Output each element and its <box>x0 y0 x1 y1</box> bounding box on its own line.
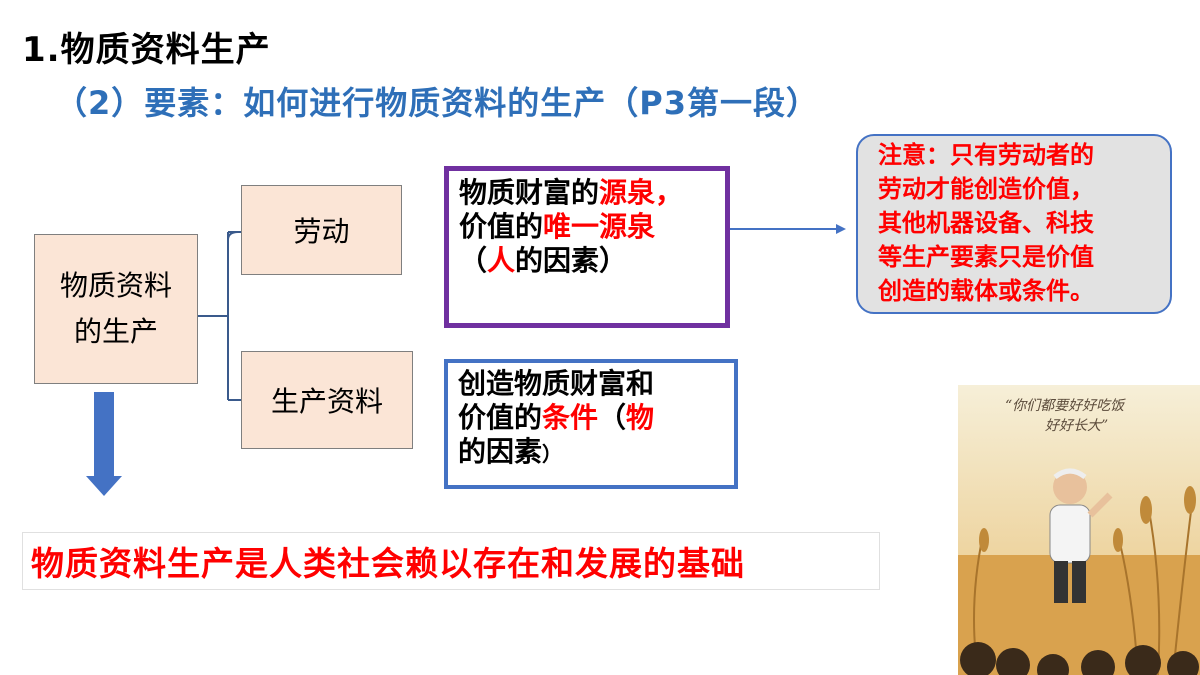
note-line3: 其他机器设备、科技 <box>878 209 1094 237</box>
means-desc-line2: 价值的条件（物 <box>458 401 655 434</box>
note-line1: 注意：只有劳动者的 <box>878 141 1094 169</box>
conclusion-text: 物质资料生产是人类社会赖以存在和发展的基础 <box>31 544 745 583</box>
note-line4: 等生产要素只是价值 <box>878 243 1094 271</box>
means-desc-line1: 创造物质财富和 <box>458 367 655 400</box>
illustration-image <box>958 385 1200 675</box>
means-of-production-node: 生产资料 <box>241 351 413 449</box>
bracket-connector <box>198 230 241 401</box>
means-desc-line3: 的因素） <box>458 435 563 468</box>
note-pointer-arrowhead <box>836 224 846 234</box>
slide-title: 1.物质资料生产 <box>22 30 271 70</box>
note-callout: 注意：只有劳动者的 劳动才能创造价值， 其他机器设备、科技 等生产要素只是价值 … <box>856 134 1172 314</box>
means-description-box: 创造物质财富和 价值的条件（物 的因素） <box>444 359 738 489</box>
note-line2: 劳动才能创造价值， <box>878 175 1094 203</box>
down-arrow-icon <box>86 392 122 496</box>
illustration-caption: “你们都要好好吃饭 好好长大” <box>1005 398 1125 434</box>
material-production-node: 物质资料 的生产 <box>34 234 198 384</box>
rice-field-illustration <box>958 385 1200 675</box>
slide-subtitle: （2）要素：如何进行物质资料的生产（P3第一段） <box>55 84 819 122</box>
main-node-line1: 物质资料 <box>59 269 172 302</box>
labor-node: 劳动 <box>241 185 402 275</box>
labor-desc-line3: （人的因素） <box>459 244 628 277</box>
labor-desc-line2: 价值的唯一源泉 <box>459 210 656 243</box>
labor-description-box: 物质财富的源泉， 价值的唯一源泉 （人的因素） <box>444 166 730 328</box>
labor-desc-line1: 物质财富的源泉， <box>459 176 684 209</box>
main-node-line2: 的生产 <box>73 315 158 348</box>
note-line5: 创造的载体或条件。 <box>878 277 1094 305</box>
conclusion-box: 物质资料生产是人类社会赖以存在和发展的基础 <box>22 532 880 590</box>
